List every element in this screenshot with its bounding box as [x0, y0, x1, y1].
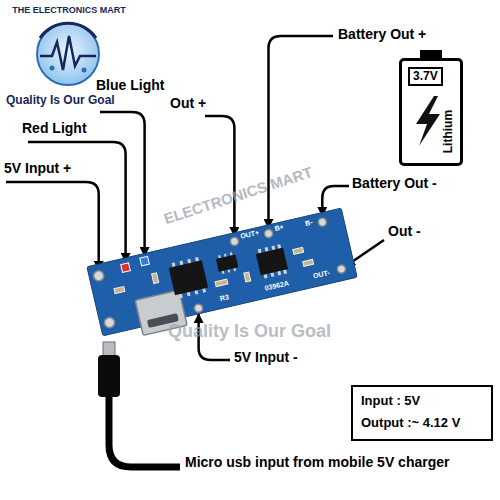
solder-pad [104, 317, 116, 329]
battery-cell: 3.7V Lithium [399, 58, 463, 166]
logo-dot [50, 66, 55, 71]
callout-label: Micro usb input from mobile 5V charger [185, 455, 449, 470]
node-text: B- [304, 218, 313, 227]
node-text: Lithium [442, 107, 455, 157]
lightning-symbol [416, 96, 440, 146]
node-text: B+ [274, 223, 285, 233]
watermark-text: ELECTRONICS MART [162, 164, 315, 228]
usb-cable [98, 342, 180, 467]
solder-pad [194, 303, 204, 313]
battery-art [416, 50, 442, 146]
logo-art [37, 23, 99, 85]
pcb-parts [92, 214, 350, 344]
node-text: OUT+ [240, 229, 260, 241]
charger-chip [169, 260, 208, 295]
node-text: THE ELECTRONICS MART [5, 6, 133, 16]
red-led [121, 263, 131, 273]
cable-wire [109, 396, 180, 467]
leader-lines [6, 36, 384, 360]
logo-dot [82, 68, 87, 73]
solder-pad [230, 237, 240, 247]
leader-line [28, 142, 126, 262]
solder-pad [318, 217, 328, 227]
node-text: 3.7V [408, 67, 443, 86]
logo-globe [37, 23, 99, 85]
callout-label: Out - [388, 224, 421, 239]
callout-label: 5V Input - [234, 350, 298, 365]
plug-body [98, 355, 120, 397]
callout-label: Battery Out + [338, 27, 426, 42]
callout-label: 5V Input + [4, 161, 71, 176]
node-text: Output :~ 4.12 V [361, 416, 489, 430]
node-text: R3 [219, 293, 229, 303]
solder-pad [264, 229, 274, 239]
logo-pulse [40, 36, 96, 70]
leader-line [205, 116, 234, 236]
node-text: OUT- [312, 269, 330, 280]
callout-label: Quality Is Our Goal [6, 94, 115, 107]
leader-line [100, 112, 145, 256]
mosfet-chip [256, 248, 288, 276]
callout-label: Out + [170, 96, 206, 111]
callout-label: Blue Light [96, 78, 164, 93]
pcb-board: OUT+ B+ B- OUT- R3 03962A [86, 207, 357, 336]
blue-led [140, 256, 150, 266]
callout-label: Red Light [22, 121, 87, 136]
smd-parts [113, 238, 314, 311]
plug-tip [103, 342, 115, 357]
solder-pad [93, 270, 105, 282]
solder-pad [337, 264, 347, 274]
callout-label: Battery Out - [352, 176, 437, 191]
spec-box: Input : 5V Output :~ 4.12 V [351, 385, 493, 441]
watermark-text: Quality Is Our Goal [168, 322, 331, 342]
node-text: 03962A [264, 279, 290, 292]
leader-line [6, 182, 99, 270]
chip-pins [172, 238, 287, 298]
node-text: Input : 5V [361, 394, 489, 408]
protection-chip [216, 255, 238, 272]
